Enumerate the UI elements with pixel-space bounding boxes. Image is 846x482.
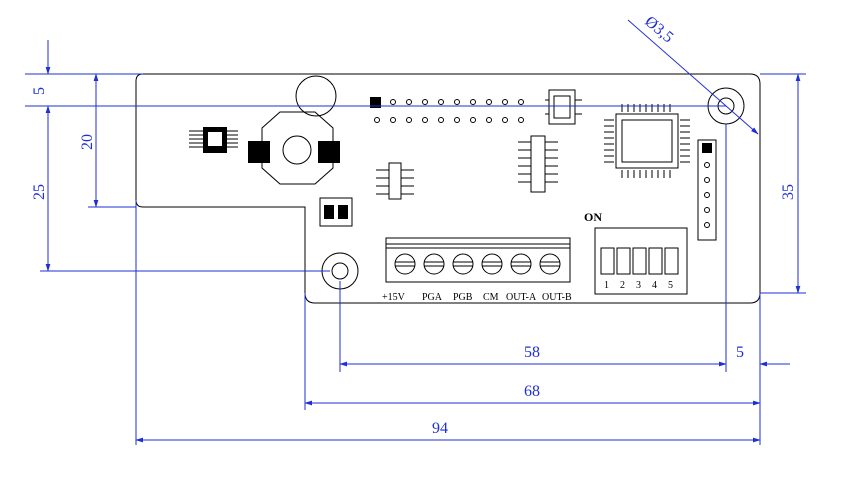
small-component-top [545, 89, 582, 125]
terminal-label: OUT-B [542, 292, 572, 303]
qfp-microcontroller [604, 104, 690, 178]
dip-switch-number: 1 [604, 280, 609, 291]
dip-switch-number: 4 [652, 280, 657, 291]
jumper-connector [319, 197, 353, 227]
pin-header-right [697, 139, 717, 241]
potentiometer [248, 111, 340, 185]
dimension-hole-span: 58 [524, 344, 540, 361]
dip-switch: ON 1 2 3 4 5 [584, 210, 688, 295]
terminal-label: OUT-A [506, 292, 537, 303]
smd-chip-left [189, 127, 238, 153]
dimension-right-margin: 5 [736, 344, 744, 361]
dimension-lower-height: 25 [31, 184, 48, 200]
small-ic [376, 162, 414, 200]
terminal-label: PGB [453, 292, 473, 303]
dip-switch-number: 2 [620, 280, 625, 291]
dimension-lower-width: 68 [524, 383, 540, 400]
dimension-hole-diameter: Ø3,5 [641, 13, 676, 46]
dimension-top-offset: 5 [31, 87, 48, 95]
dip-switch-number: 5 [668, 280, 673, 291]
terminal-block: +15V PGA PGB CM OUT-A OUT-B [382, 237, 572, 303]
terminal-label: CM [483, 292, 499, 303]
dip-switch-on-label: ON [584, 210, 602, 224]
terminal-label: +15V [382, 292, 406, 303]
dip-switch-number: 3 [636, 280, 641, 291]
board-outline [135, 73, 761, 304]
large-component-circle [295, 75, 337, 117]
dimension-total-height: 35 [780, 184, 797, 200]
dimension-upper-height: 20 [79, 134, 96, 150]
dip-ic-center [518, 135, 558, 193]
pin-header-top [370, 97, 524, 123]
terminal-label: PGA [422, 292, 443, 303]
dimension-total-width: 94 [432, 420, 448, 437]
